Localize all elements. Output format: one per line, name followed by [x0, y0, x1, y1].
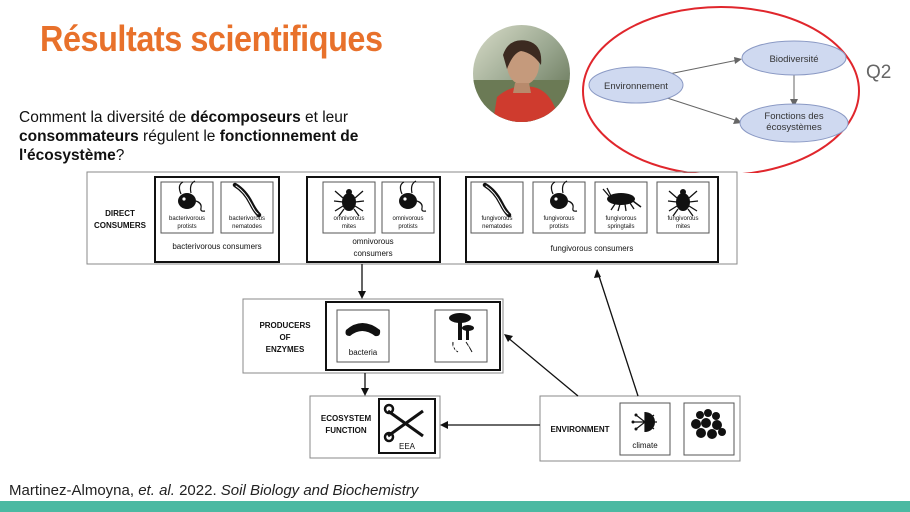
fungivorous-mites-label-1: fungivorous — [667, 216, 698, 222]
bacterivorous-nematodes-label-2: nematodes — [232, 224, 262, 230]
ecosystem-label-1: ECOSYSTEM — [321, 414, 372, 423]
bacterivorous-group-label: bacterivorous consumers — [172, 242, 261, 251]
producers-label-2: OF — [279, 333, 290, 342]
arrowhead-consumers-env — [594, 269, 601, 278]
omnivorous-group-label-2: consumers — [353, 249, 392, 258]
fungivorous-springtails-label-2: springtails — [607, 224, 634, 230]
omnivorous-group-label-1: omnivorous — [352, 237, 393, 246]
bacterivorous-protists-label-2: protists — [177, 224, 196, 230]
citation-etal: et. al. — [138, 482, 175, 499]
bacteria-label: bacteria — [349, 348, 378, 357]
fungivorous-protists-label-1: fungivorous — [543, 216, 574, 222]
bacterivorous-nematodes-label-1: bacterivorous — [229, 216, 265, 222]
fungivorous-mites-label-2: mites — [676, 224, 690, 230]
arrow-environment-to-producers — [507, 337, 578, 396]
fungivorous-nematodes-label-1: fungivorous — [481, 216, 512, 222]
omnivorous-mites-label-2: mites — [342, 224, 356, 230]
omnivorous-mites-label-1: omnivorous — [333, 216, 364, 222]
fungivorous-springtails-label-1: fungivorous — [605, 216, 636, 222]
producers-label-3: ENZYMES — [266, 345, 305, 354]
omnivorous-protists-label-2: protists — [398, 224, 417, 230]
citation-journal: Soil Biology and Biochemistry — [221, 482, 419, 499]
fungivorous-nematodes-label-2: nematodes — [482, 224, 512, 230]
citation: Martinez-Almoyna, et. al. 2022. Soil Bio… — [9, 482, 418, 499]
climate-label: climate — [632, 441, 658, 450]
omnivorous-protists-label-1: omnivorous — [392, 216, 423, 222]
citation-year: 2022. — [175, 482, 221, 499]
eea-label: EEA — [399, 442, 416, 451]
footer-bar — [0, 501, 910, 512]
bacterivorous-protists-label-1: bacterivorous — [169, 216, 205, 222]
fungivorous-group-label: fungivorous consumers — [551, 244, 634, 253]
environment-label: ENVIRONMENT — [550, 425, 609, 434]
arrow-environment-to-consumers — [598, 273, 638, 396]
citation-authors: Martinez-Almoyna, — [9, 482, 138, 499]
producers-label-1: PRODUCERS — [259, 321, 311, 330]
arrowhead-function — [361, 388, 369, 396]
direct-consumers-label-1: DIRECT — [105, 209, 135, 218]
fungivorous-protists-label-2: protists — [549, 224, 568, 230]
ecosystem-label-2: FUNCTION — [325, 426, 367, 435]
direct-consumers-label-2: CONSUMERS — [94, 221, 147, 230]
arrowhead-function-env — [440, 421, 448, 429]
fungi-label: fungi — [452, 344, 470, 353]
soil-label: soil — [703, 441, 715, 450]
arrowhead-producers — [358, 291, 366, 299]
